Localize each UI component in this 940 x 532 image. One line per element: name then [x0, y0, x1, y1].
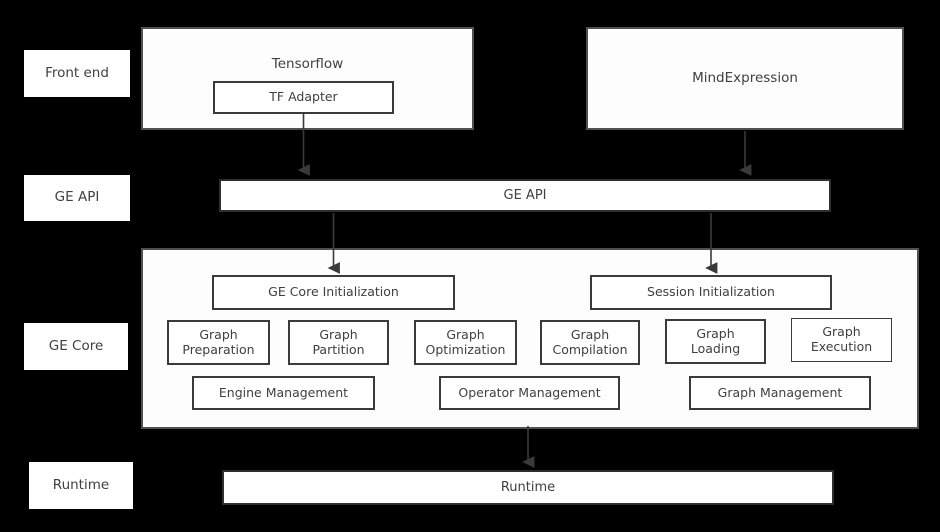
module-graph-preparation[interactable]: Graph Preparation	[167, 320, 270, 365]
tensorflow-panel-title: Tensorflow	[271, 56, 344, 72]
engine-management-box[interactable]: Engine Management	[192, 376, 375, 410]
layer-label-runtime: Runtime	[29, 462, 133, 509]
session-initialization-box[interactable]: Session Initialization	[590, 275, 832, 310]
module-graph-compilation-label: Graph Compilation	[552, 326, 628, 357]
mindexpression-panel-title: MindExpression	[692, 69, 798, 86]
tf-adapter-label: TF Adapter	[269, 89, 338, 105]
ge-core-initialization-label: GE Core Initialization	[268, 284, 399, 300]
layer-label-ge-core: GE Core	[24, 323, 128, 370]
layer-label-ge-api: GE API	[24, 175, 130, 221]
mindexpression-panel[interactable]: MindExpression	[586, 27, 904, 130]
graph-management-label: Graph Management	[717, 384, 843, 400]
module-graph-execution-label: Graph Execution	[810, 324, 873, 354]
tf-adapter-box[interactable]: TF Adapter	[213, 81, 394, 114]
operator-management-box[interactable]: Operator Management	[439, 376, 620, 410]
layer-label-runtime-text: Runtime	[52, 476, 110, 493]
module-graph-loading[interactable]: Graph Loading	[665, 319, 766, 364]
module-graph-partition-label: Graph Partition	[312, 326, 365, 357]
session-initialization-label: Session Initialization	[647, 284, 775, 300]
module-graph-optimization[interactable]: Graph Optimization	[414, 320, 517, 365]
tensorflow-panel[interactable]: Tensorflow	[141, 27, 474, 130]
module-graph-partition[interactable]: Graph Partition	[288, 320, 389, 365]
operator-management-label: Operator Management	[458, 384, 601, 400]
layer-label-ge-api-text: GE API	[54, 189, 100, 206]
layer-label-front-end-text: Front end	[45, 64, 109, 81]
module-graph-loading-label: Graph Loading	[690, 325, 741, 356]
module-graph-execution[interactable]: Graph Execution	[791, 318, 892, 362]
module-graph-preparation-label: Graph Preparation	[182, 326, 255, 357]
layer-label-front-end: Front end	[24, 50, 130, 97]
ge-core-initialization-box[interactable]: GE Core Initialization	[212, 275, 455, 310]
module-graph-compilation[interactable]: Graph Compilation	[540, 320, 640, 365]
ge-api-bar[interactable]: GE API	[219, 179, 831, 212]
module-graph-optimization-label: Graph Optimization	[425, 326, 506, 357]
runtime-bar[interactable]: Runtime	[222, 470, 834, 505]
engine-management-label: Engine Management	[218, 384, 349, 400]
runtime-bar-label: Runtime	[500, 479, 556, 495]
graph-management-box[interactable]: Graph Management	[689, 376, 871, 410]
layer-label-ge-core-text: GE Core	[48, 337, 104, 354]
ge-api-bar-label: GE API	[503, 187, 547, 203]
